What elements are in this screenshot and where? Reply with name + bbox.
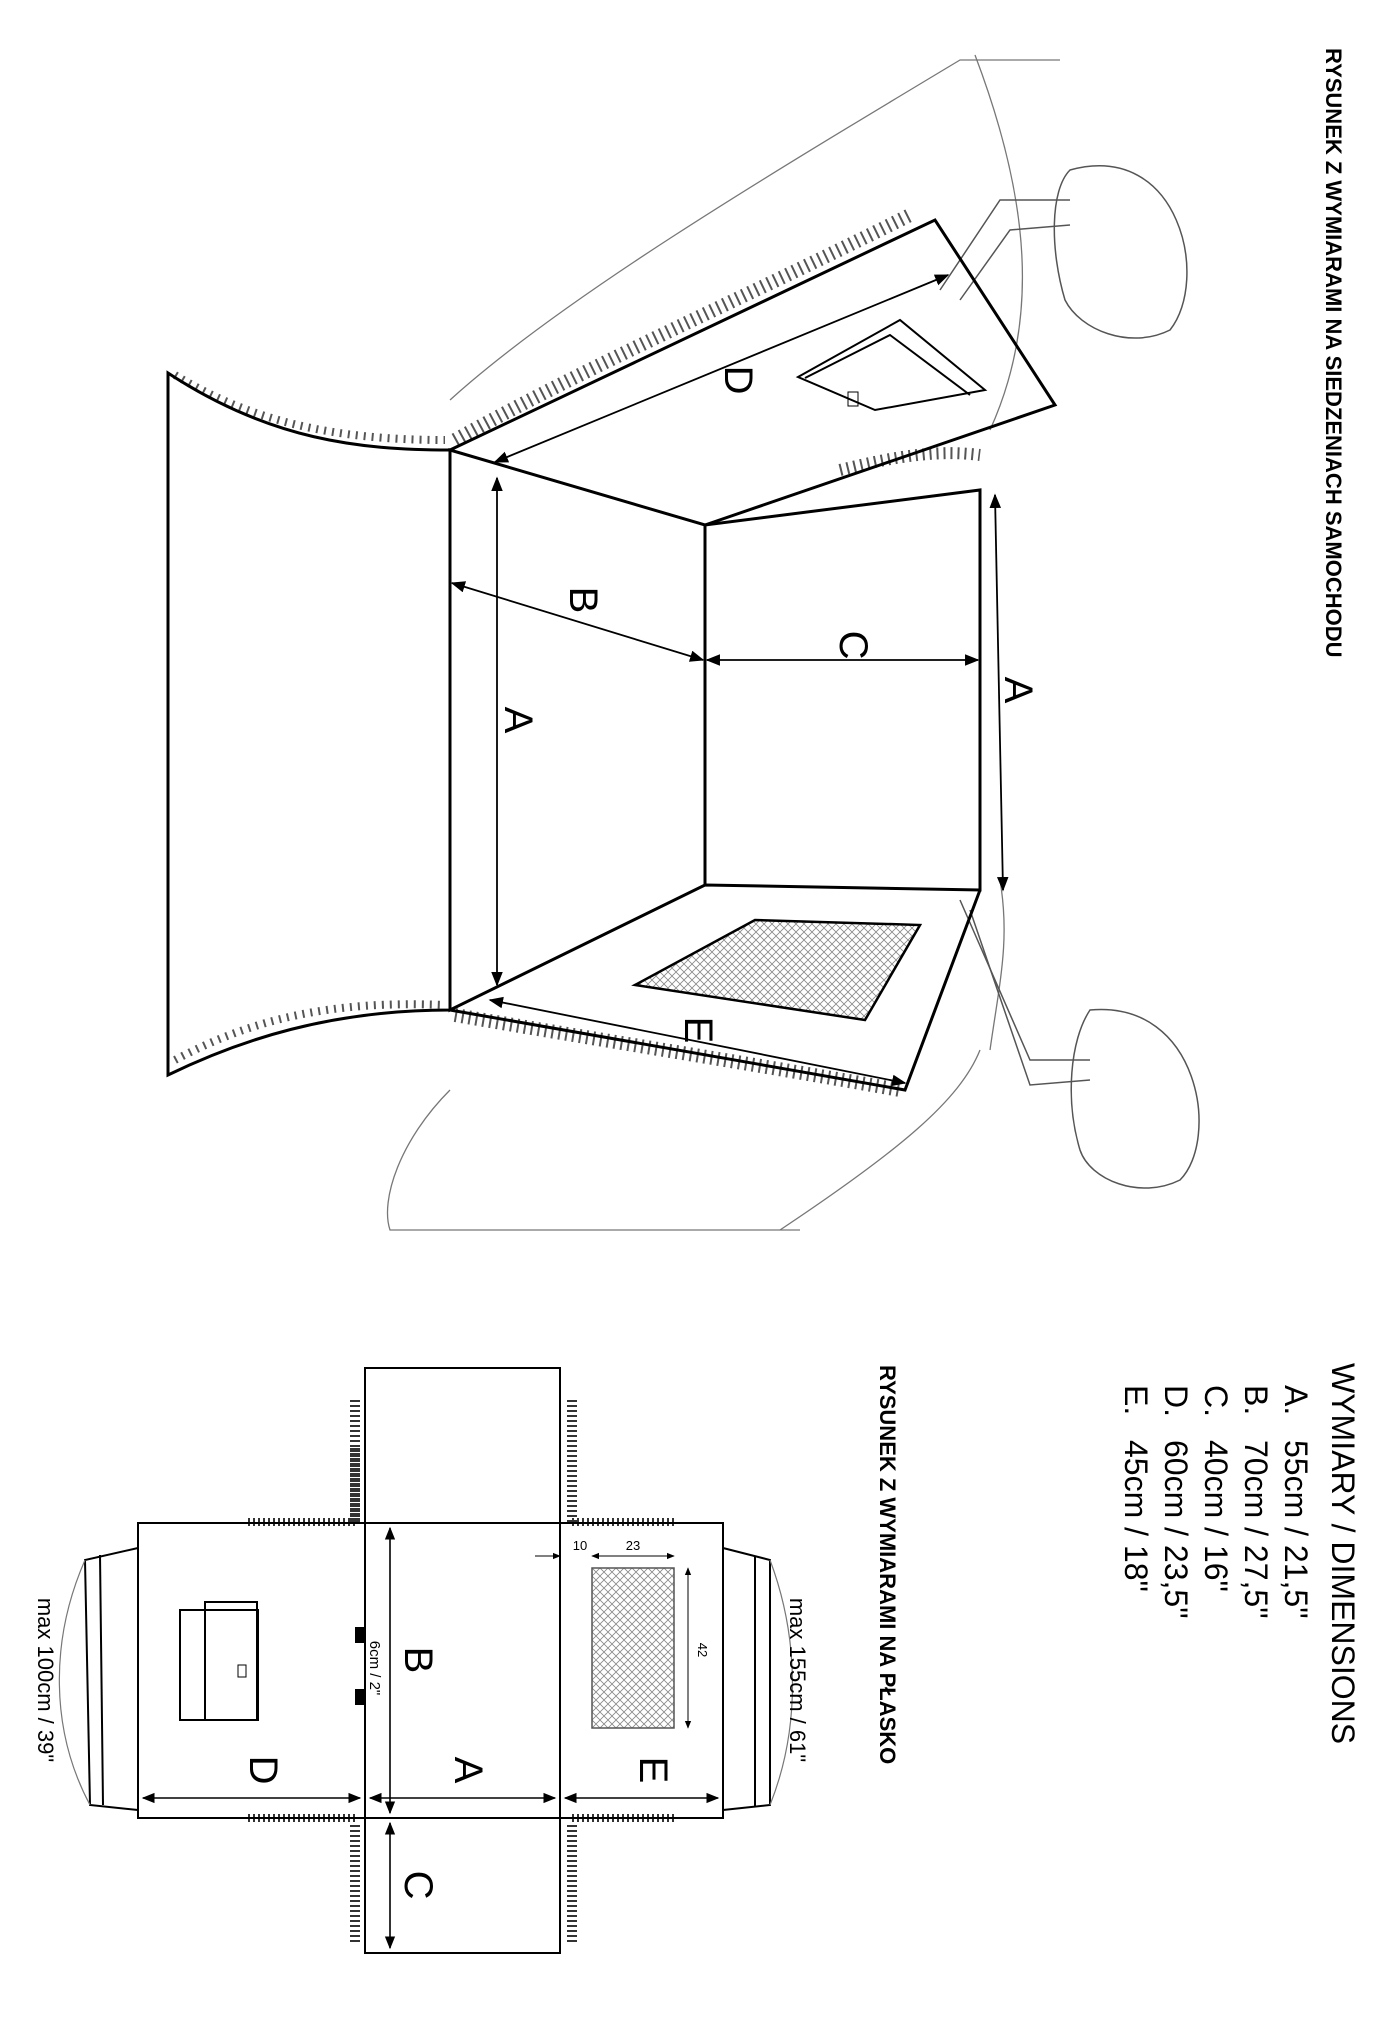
max-left-label: max 100cm / 39" [33, 1598, 58, 1762]
dim-b-value: 70cm / 27,5" [1238, 1440, 1274, 1619]
car-label-b: B [561, 587, 605, 614]
flat-label-a: A [446, 1757, 490, 1784]
flat-drawing-title: RYSUNEK Z WYMIARAMI NA PŁASKO [875, 1365, 900, 1764]
dim-a-value: 55cm / 21,5" [1278, 1440, 1314, 1619]
flat-dimension-arrows [141, 1526, 720, 1950]
pocket-offset-label: 10 [573, 1538, 587, 1553]
car-label-a-right: A [996, 677, 1040, 704]
flat-label-strap: 6cm / 2" [366, 1641, 383, 1696]
dim-e-key: E. [1118, 1385, 1154, 1415]
pocket-height-label: 42 [695, 1643, 710, 1657]
dim-b-key: B. [1238, 1385, 1274, 1415]
flat-label-e: E [631, 1757, 675, 1784]
dimensions-legend: WYMIARY / DIMENSIONS A. 55cm / 21,5" B. … [1118, 1363, 1361, 1744]
car-seats [386, 54, 1060, 1231]
car-label-d: D [716, 366, 760, 395]
pocket-flat-icon [179, 1601, 259, 1721]
flat-label-d: D [241, 1756, 285, 1785]
flat-label-b: B [396, 1647, 440, 1674]
flat-top-flap [364, 1367, 561, 1524]
car-dimension-arrows [450, 274, 1009, 1087]
flat-bottom-flap [364, 1817, 561, 1954]
car-view [166, 54, 1200, 1231]
pocket-width-label: 23 [626, 1538, 640, 1553]
car-cover-outline [166, 218, 1058, 1092]
max-right-label: max 155cm / 61" [785, 1598, 810, 1762]
car-label-e: E [676, 1017, 720, 1044]
dim-d-key: D. [1158, 1385, 1194, 1417]
car-drawing-title: RYSUNEK Z WYMIARAMI NA SIEDZENIACH SAMOC… [1321, 48, 1346, 657]
flat-panels [137, 1367, 724, 1954]
strap-clips [355, 1627, 365, 1705]
flat-view [58, 1367, 794, 1954]
headrest-bottom-icon [959, 899, 1200, 1189]
dimensions-heading: WYMIARY / DIMENSIONS [1325, 1363, 1361, 1744]
dim-c-value: 40cm / 16" [1198, 1440, 1234, 1592]
pocket-top-icon [795, 318, 988, 412]
dim-e-value: 45cm / 18" [1118, 1440, 1154, 1592]
car-label-a-left: A [496, 707, 540, 734]
flat-straps [58, 1547, 794, 1811]
car-label-c: C [831, 631, 875, 660]
headrest-top-icon [939, 165, 1188, 339]
dim-d-value: 60cm / 23,5" [1158, 1440, 1194, 1619]
flat-mesh-icon [591, 1567, 675, 1729]
dim-a-key: A. [1278, 1385, 1314, 1415]
mesh-panel-icon [631, 918, 923, 1022]
flat-label-c: C [396, 1871, 440, 1900]
dim-c-key: C. [1198, 1385, 1234, 1417]
